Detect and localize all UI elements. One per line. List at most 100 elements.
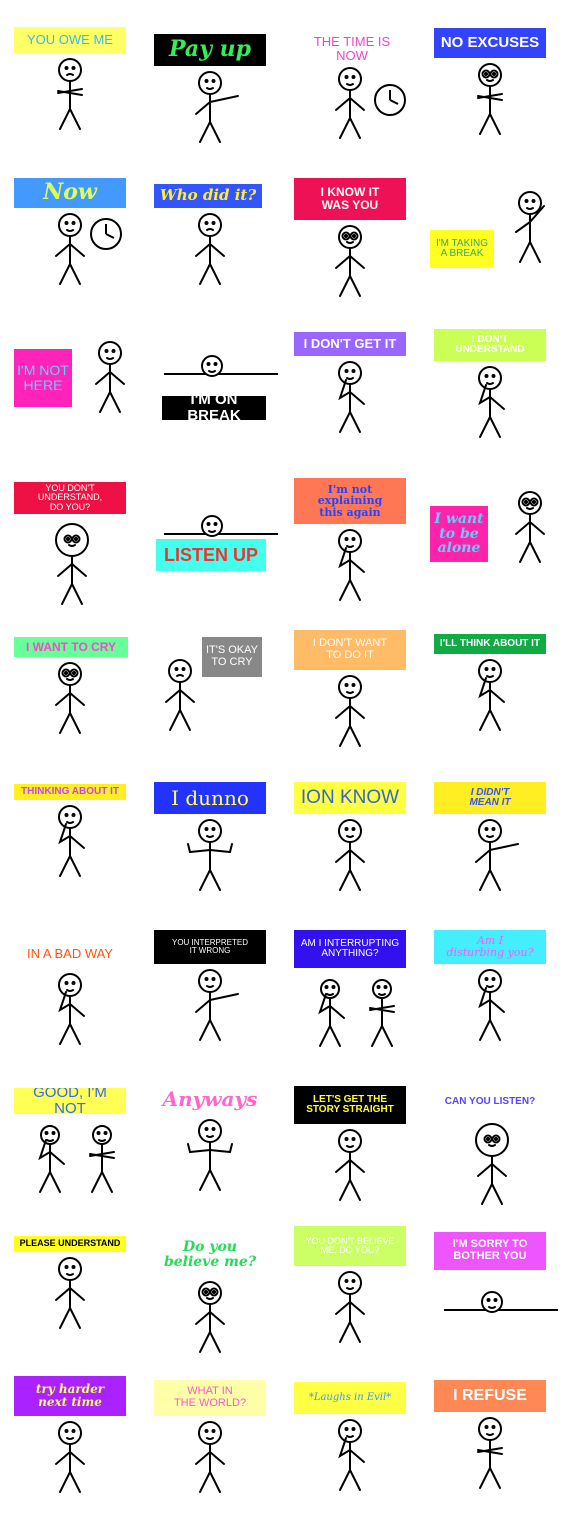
sticker-label: Am I disturbing you? bbox=[434, 930, 546, 964]
sticker-21[interactable]: THINKING ABOUT IT bbox=[10, 770, 150, 920]
sticker-drawing bbox=[430, 22, 562, 172]
sticker-drawing bbox=[290, 172, 430, 322]
sticker-label: Now bbox=[14, 178, 126, 208]
sticker-1[interactable]: YOU OWE ME bbox=[10, 22, 150, 172]
sticker-drawing bbox=[430, 620, 562, 770]
sticker-label: I DON'T UNDERSTAND bbox=[434, 329, 546, 361]
sticker-20[interactable]: I'LL THINK ABOUT IT bbox=[430, 620, 562, 770]
sticker-drawing bbox=[10, 920, 150, 1070]
sticker-28[interactable]: Am I disturbing you? bbox=[430, 920, 562, 1070]
sticker-label: I DON'T WANT TO DO IT bbox=[294, 630, 406, 670]
sticker-38[interactable]: WHAT IN THE WORLD? bbox=[150, 1370, 290, 1520]
sticker-14[interactable]: LISTEN UP bbox=[150, 472, 290, 622]
stick-figure bbox=[339, 530, 364, 600]
sticker-label: Do you believe me? bbox=[154, 1234, 266, 1276]
sticker-label: I'M TAKING A BREAK bbox=[430, 230, 494, 268]
sticker-16[interactable]: I want to be alone bbox=[430, 472, 562, 622]
sticker-drawing bbox=[10, 472, 150, 622]
sticker-drawing bbox=[10, 1220, 150, 1370]
sticker-label: YOU OWE ME bbox=[14, 27, 126, 53]
sticker-19[interactable]: I DON'T WANT TO DO IT bbox=[290, 620, 430, 770]
stick-figure bbox=[166, 660, 194, 730]
sticker-33[interactable]: PLEASE UNDERSTAND bbox=[10, 1220, 150, 1370]
sticker-10[interactable]: I'M ON BREAK bbox=[150, 322, 290, 472]
stick-figure bbox=[196, 1282, 224, 1352]
sticker-drawing bbox=[290, 770, 430, 920]
sticker-drawing bbox=[10, 22, 150, 172]
sticker-9[interactable]: I'M NOT HERE bbox=[10, 322, 150, 472]
sticker-12[interactable]: I DON'T UNDERSTAND bbox=[430, 322, 562, 472]
sticker-label: I'm not explaining this again bbox=[294, 478, 406, 524]
stick-figure bbox=[370, 980, 394, 1046]
sticker-36[interactable]: I'M SORRY TO BOTHER YOU bbox=[430, 1220, 562, 1370]
sticker-17[interactable]: I WANT TO CRY bbox=[10, 620, 150, 770]
sticker-label: THE TIME IS NOW bbox=[294, 36, 410, 62]
sticker-label: WHAT IN THE WORLD? bbox=[154, 1380, 266, 1416]
sticker-drawing bbox=[290, 1370, 430, 1520]
sticker-15[interactable]: I'm not explaining this again bbox=[290, 472, 430, 622]
sticker-drawing bbox=[10, 770, 150, 920]
stick-figure bbox=[202, 356, 222, 376]
stick-figure bbox=[96, 342, 124, 412]
sticker-drawing bbox=[150, 472, 290, 622]
stick-figure bbox=[58, 59, 82, 129]
sticker-40[interactable]: I REFUSE bbox=[430, 1370, 562, 1520]
stick-figure bbox=[196, 214, 224, 284]
sticker-label: LISTEN UP bbox=[156, 539, 266, 571]
stick-figure bbox=[478, 64, 502, 134]
sticker-39[interactable]: *Laughs in Evil* bbox=[290, 1370, 430, 1520]
sticker-drawing bbox=[150, 1070, 290, 1220]
sticker-31[interactable]: LET'S GET THE STORY STRAIGHT bbox=[290, 1070, 430, 1220]
sticker-8[interactable]: I'M TAKING A BREAK bbox=[430, 172, 562, 322]
sticker-drawing bbox=[430, 1070, 562, 1220]
stick-figure bbox=[336, 68, 364, 138]
stick-figure bbox=[196, 1422, 224, 1492]
sticker-3[interactable]: THE TIME IS NOW bbox=[290, 22, 430, 172]
sticker-22[interactable]: I dunno bbox=[150, 770, 290, 920]
sticker-13[interactable]: YOU DON'T UNDERSTAND, DO YOU? bbox=[10, 472, 150, 622]
sticker-35[interactable]: YOU DON'T BELIEVE ME, DO YOU? bbox=[290, 1220, 430, 1370]
sticker-4[interactable]: NO EXCUSES bbox=[430, 22, 562, 172]
sticker-label: I'M SORRY TO BOTHER YOU bbox=[434, 1232, 546, 1270]
sticker-23[interactable]: ION KNOW bbox=[290, 770, 430, 920]
sticker-32[interactable]: CAN YOU LISTEN? bbox=[430, 1070, 562, 1220]
stick-figure bbox=[479, 367, 504, 437]
sticker-label: I'LL THINK ABOUT IT bbox=[434, 634, 546, 654]
sticker-18[interactable]: IT'S OKAY TO CRY bbox=[150, 620, 290, 770]
stick-figure bbox=[476, 820, 518, 890]
sticker-drawing bbox=[430, 1220, 562, 1370]
stick-figure bbox=[56, 663, 84, 733]
stick-figure bbox=[336, 820, 364, 890]
sticker-26[interactable]: YOU INTERPRETED IT WRONG bbox=[150, 920, 290, 1070]
stick-figure bbox=[202, 516, 222, 536]
stick-figure bbox=[516, 492, 544, 562]
stick-figure bbox=[336, 1272, 364, 1342]
sticker-25[interactable]: IN A BAD WAY bbox=[10, 920, 150, 1070]
sticker-5[interactable]: Now bbox=[10, 172, 150, 322]
sticker-label: YOU DON'T BELIEVE ME, DO YOU? bbox=[294, 1226, 406, 1266]
sticker-label: PLEASE UNDERSTAND bbox=[14, 1236, 126, 1252]
sticker-30[interactable]: Anyways bbox=[150, 1070, 290, 1220]
sticker-7[interactable]: I KNOW IT WAS YOU bbox=[290, 172, 430, 322]
sticker-34[interactable]: Do you believe me? bbox=[150, 1220, 290, 1370]
sticker-drawing bbox=[150, 620, 290, 770]
sticker-drawing bbox=[290, 920, 430, 1070]
sticker-24[interactable]: I DIDN'T MEAN IT bbox=[430, 770, 562, 920]
sticker-label: NO EXCUSES bbox=[434, 28, 546, 58]
sticker-37[interactable]: try harder next time bbox=[10, 1370, 150, 1520]
sticker-drawing bbox=[150, 1220, 290, 1370]
sticker-label: I dunno bbox=[154, 782, 266, 814]
sticker-29[interactable]: GOOD, I'M NOT bbox=[10, 1070, 150, 1220]
stick-figure bbox=[320, 980, 344, 1046]
sticker-6[interactable]: Who did it? bbox=[150, 172, 290, 322]
sticker-27[interactable]: AM I INTERRUPTING ANYTHING? bbox=[290, 920, 430, 1070]
sticker-11[interactable]: I DON'T GET IT bbox=[290, 322, 430, 472]
sticker-2[interactable]: Pay up bbox=[150, 22, 290, 172]
sticker-label: I DIDN'T MEAN IT bbox=[434, 782, 546, 814]
stick-figure bbox=[336, 1130, 364, 1200]
sticker-label: I DON'T GET IT bbox=[294, 332, 406, 356]
stick-figure bbox=[196, 72, 238, 142]
sticker-label: I want to be alone bbox=[430, 506, 488, 562]
stick-figure bbox=[56, 1258, 84, 1328]
sticker-label: I'M NOT HERE bbox=[14, 349, 72, 407]
